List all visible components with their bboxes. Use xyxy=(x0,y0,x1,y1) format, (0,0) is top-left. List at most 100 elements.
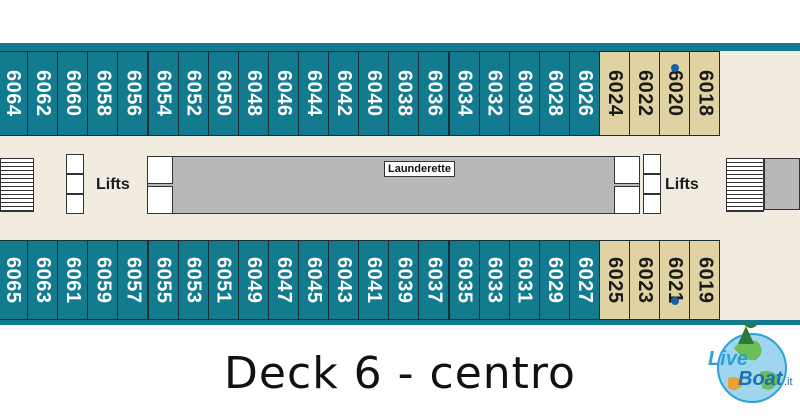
cabin-6029[interactable]: 6029 xyxy=(538,240,570,320)
stair-landing-right xyxy=(764,158,800,210)
livebeat-logo: Live Boat .it xyxy=(704,318,796,414)
cabin-6062[interactable]: 6062 xyxy=(27,51,59,136)
stairs-left xyxy=(0,158,34,212)
cabin-6028[interactable]: 6028 xyxy=(538,51,570,136)
cabin-number: 6050 xyxy=(212,70,235,117)
cabin-6046[interactable]: 6046 xyxy=(267,51,299,136)
cabin-number: 6036 xyxy=(423,70,446,117)
cabin-number: 6061 xyxy=(62,256,85,304)
cabin-number: 6047 xyxy=(272,256,295,304)
cabin-row-top-wall-strip xyxy=(0,43,800,51)
cabin-number: 6018 xyxy=(694,70,717,117)
cabin-number: 6043 xyxy=(333,256,356,304)
cabin-6065[interactable]: 6065 xyxy=(0,240,29,320)
cabin-6039[interactable]: 6039 xyxy=(388,240,420,320)
logo-text-tld: .it xyxy=(784,376,793,388)
cabin-number: 6048 xyxy=(242,70,265,117)
cabin-number: 6056 xyxy=(122,70,145,117)
cabin-6063[interactable]: 6063 xyxy=(27,240,59,320)
cabin-6051[interactable]: 6051 xyxy=(207,240,239,320)
cabin-number: 6058 xyxy=(92,70,115,117)
cabin-6048[interactable]: 6048 xyxy=(237,51,269,136)
cabin-6043[interactable]: 6043 xyxy=(328,240,360,320)
cabin-6059[interactable]: 6059 xyxy=(87,240,119,320)
cabin-number: 6057 xyxy=(122,256,145,304)
cabin-row-bottom-wall-strip xyxy=(0,320,800,325)
cabin-6049[interactable]: 6049 xyxy=(237,240,269,320)
lift-left-3 xyxy=(66,194,84,214)
cabin-6044[interactable]: 6044 xyxy=(298,51,330,136)
cabin-number: 6030 xyxy=(513,70,536,117)
cabin-6024[interactable]: 6024 xyxy=(599,51,631,136)
globe-logo-icon xyxy=(717,321,787,403)
cabin-number: 6042 xyxy=(333,70,356,117)
cabin-number: 6045 xyxy=(303,256,326,304)
lift-right-1 xyxy=(643,154,661,174)
cabin-6058[interactable]: 6058 xyxy=(87,51,119,136)
cabin-6064[interactable]: 6064 xyxy=(0,51,29,136)
cabin-number: 6054 xyxy=(152,70,175,117)
cabin-number: 6052 xyxy=(182,70,205,117)
cabin-6025[interactable]: 6025 xyxy=(599,240,631,320)
cabin-number: 6019 xyxy=(694,256,717,304)
cabin-number: 6024 xyxy=(604,70,627,117)
door-left-2 xyxy=(147,186,173,214)
lift-left-1 xyxy=(66,154,84,174)
cabin-6041[interactable]: 6041 xyxy=(358,240,390,320)
cabin-number: 6037 xyxy=(423,256,446,304)
cabin-6026[interactable]: 6026 xyxy=(568,51,600,136)
cabin-6022[interactable]: 6022 xyxy=(629,51,661,136)
cabin-6034[interactable]: 6034 xyxy=(448,51,480,136)
cabin-number: 6062 xyxy=(32,70,55,117)
cabin-6045[interactable]: 6045 xyxy=(298,240,330,320)
cabin-number: 6063 xyxy=(32,256,55,304)
cabin-number: 6033 xyxy=(483,256,506,304)
cabin-6018[interactable]: 6018 xyxy=(689,51,721,136)
cabin-number: 6051 xyxy=(212,256,235,304)
cabin-6036[interactable]: 6036 xyxy=(418,51,450,136)
cabin-number: 6038 xyxy=(393,70,416,117)
cabin-6033[interactable]: 6033 xyxy=(478,240,510,320)
cabin-6019[interactable]: 6019 xyxy=(689,240,721,320)
cabin-6042[interactable]: 6042 xyxy=(328,51,360,136)
cabin-number: 6049 xyxy=(242,256,265,304)
cabin-6037[interactable]: 6037 xyxy=(418,240,450,320)
cabin-number: 6041 xyxy=(363,256,386,304)
logo-text-live: Live xyxy=(708,348,749,370)
cabin-6030[interactable]: 6030 xyxy=(508,51,540,136)
accessible-cabin-dot-icon xyxy=(671,297,680,305)
cabin-number: 6025 xyxy=(604,256,627,304)
door-right-2 xyxy=(614,186,640,214)
lifts-label-left: Lifts xyxy=(96,176,130,193)
cabin-6021[interactable]: 6021 xyxy=(659,240,691,320)
cabin-6050[interactable]: 6050 xyxy=(207,51,239,136)
cabin-6060[interactable]: 6060 xyxy=(57,51,89,136)
cabin-number: 6027 xyxy=(573,256,596,304)
cabin-number: 6046 xyxy=(272,70,295,117)
lift-left-2 xyxy=(66,174,84,194)
cabin-6061[interactable]: 6061 xyxy=(57,240,89,320)
cabin-number: 6029 xyxy=(543,256,566,304)
cabin-number: 6060 xyxy=(62,70,85,117)
cabin-6052[interactable]: 6052 xyxy=(177,51,209,136)
cabin-6035[interactable]: 6035 xyxy=(448,240,480,320)
cabin-6031[interactable]: 6031 xyxy=(508,240,540,320)
cabin-6056[interactable]: 6056 xyxy=(117,51,149,136)
cabin-6040[interactable]: 6040 xyxy=(358,51,390,136)
cabin-number: 6022 xyxy=(634,70,657,117)
cabin-6057[interactable]: 6057 xyxy=(117,240,149,320)
cabin-6054[interactable]: 6054 xyxy=(147,51,179,136)
deck-title: Deck 6 - centro xyxy=(224,348,576,399)
cabin-6027[interactable]: 6027 xyxy=(568,240,600,320)
cabin-number: 6034 xyxy=(453,70,476,117)
cabin-6023[interactable]: 6023 xyxy=(629,240,661,320)
cabin-6055[interactable]: 6055 xyxy=(147,240,179,320)
cabin-6053[interactable]: 6053 xyxy=(177,240,209,320)
cabin-number: 6053 xyxy=(182,256,205,304)
cabin-6047[interactable]: 6047 xyxy=(267,240,299,320)
cabin-6038[interactable]: 6038 xyxy=(388,51,420,136)
cabin-6032[interactable]: 6032 xyxy=(478,51,510,136)
lifts-label-right: Lifts xyxy=(665,176,699,193)
cabin-6020[interactable]: 6020 xyxy=(659,51,691,136)
